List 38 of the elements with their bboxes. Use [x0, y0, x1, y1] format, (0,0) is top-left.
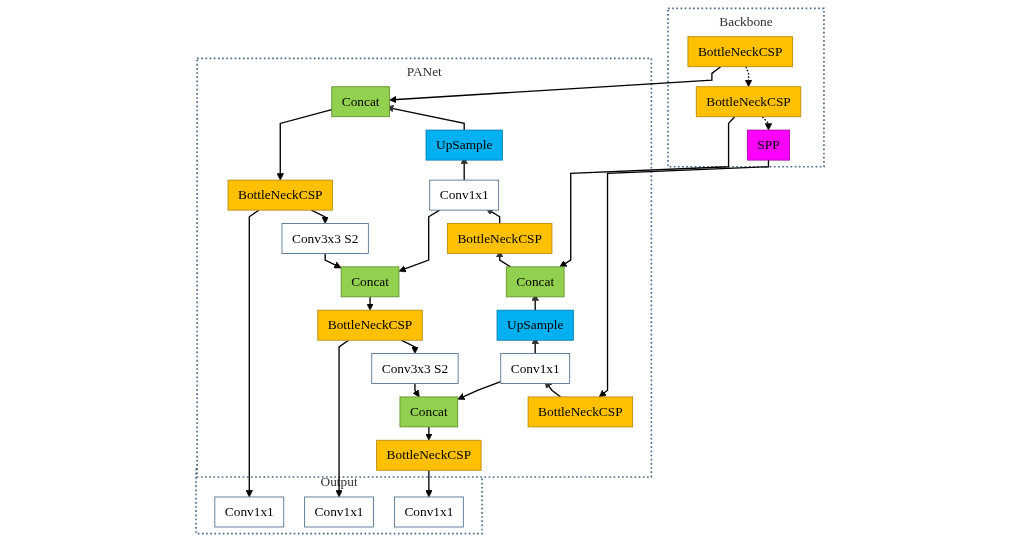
arrow — [598, 159, 770, 398]
node-box: BottleNeckCSP — [687, 36, 793, 68]
node-box: BottleNeckCSP — [695, 86, 802, 118]
node-box: Concat — [399, 396, 459, 428]
node-box: SPP — [746, 129, 791, 161]
node-box: UpSample — [425, 129, 503, 161]
node-box: Conv1x1 — [500, 353, 571, 384]
arrow — [245, 209, 260, 498]
node-box: UpSample — [496, 309, 574, 341]
node-box: Conv1x1 — [393, 496, 464, 528]
arrow — [389, 66, 722, 104]
node-box: Conv1x1 — [214, 496, 285, 528]
node-box: Conv3x3 S2 — [371, 353, 459, 384]
node-box: Conv3x3 S2 — [281, 223, 369, 254]
node-box: Concat — [331, 86, 390, 118]
arrow — [398, 209, 441, 273]
arrow — [559, 116, 736, 268]
arrow — [412, 382, 420, 398]
arrow — [310, 209, 329, 224]
arrow — [335, 339, 350, 498]
arrow — [324, 252, 342, 269]
arrow — [425, 469, 433, 498]
node-box: BottleNeckCSP — [227, 179, 333, 211]
node-box: BottleNeckCSP — [376, 439, 482, 471]
node-box: Conv1x1 — [304, 496, 374, 528]
node-box: BottleNeckCSP — [317, 309, 423, 341]
arrow — [457, 381, 502, 400]
arrow — [366, 296, 374, 311]
arrow — [400, 339, 419, 354]
node-box: Concat — [340, 266, 400, 298]
arrow — [761, 116, 773, 131]
node-box: Concat — [505, 266, 565, 298]
node-box: BottleNeckCSP — [527, 396, 634, 428]
node-box: Conv1x1 — [429, 179, 500, 211]
arrow — [425, 426, 433, 441]
node-box: BottleNeckCSP — [447, 223, 553, 254]
arrow — [744, 66, 753, 88]
arrow — [276, 108, 333, 181]
